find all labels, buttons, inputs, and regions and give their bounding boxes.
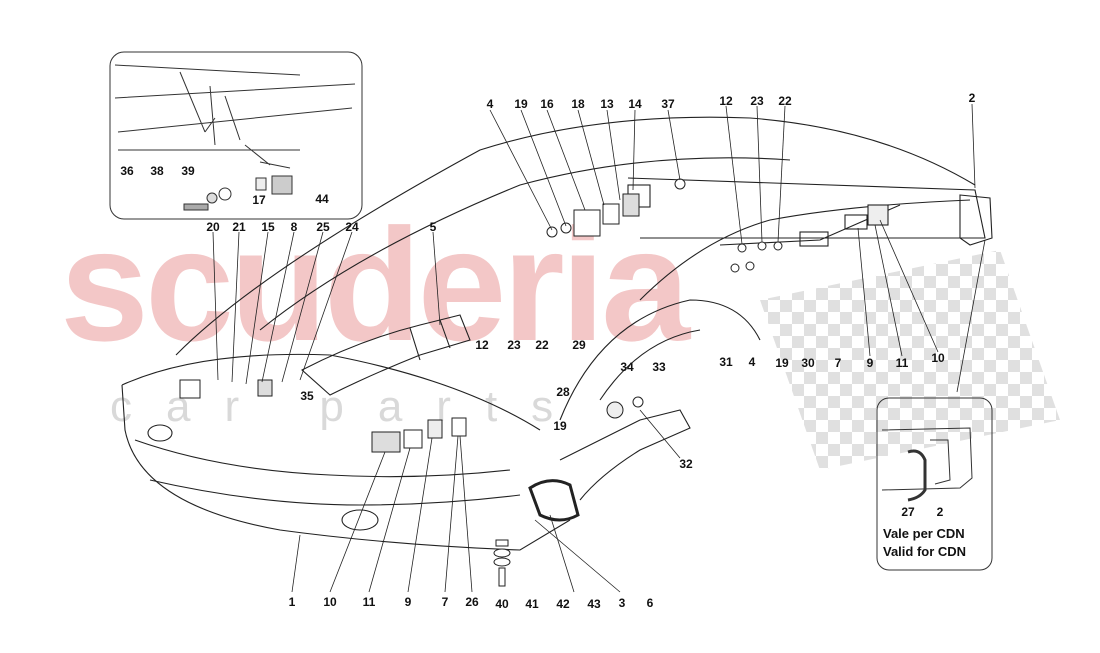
callout-37: 37 [661, 97, 675, 111]
callout-14: 14 [628, 97, 642, 111]
callout-7-right: 7 [834, 356, 842, 370]
callout-31: 31 [719, 355, 733, 369]
callout-5: 5 [429, 220, 437, 234]
inset-note-line2: Valid for CDN [883, 544, 967, 559]
callout-28: 28 [556, 385, 570, 399]
callout-10-bottom: 10 [323, 595, 337, 609]
callout-25: 25 [316, 220, 330, 234]
callout-7-bottom: 7 [441, 595, 449, 609]
callout-36: 36 [120, 164, 134, 178]
callout-23-front: 23 [507, 338, 521, 352]
callout-8: 8 [290, 220, 298, 234]
leader-lines [212, 103, 986, 593]
inset-frame-cdn [876, 397, 993, 571]
callout-19-rear: 19 [514, 97, 528, 111]
rear-bumper [627, 177, 993, 247]
callout-35: 35 [300, 389, 314, 403]
callout-11-right: 11 [895, 356, 909, 370]
air-duct-front [301, 314, 471, 396]
callout-34: 34 [620, 360, 634, 374]
callout-4-rear: 4 [486, 97, 494, 111]
callout-39: 39 [181, 164, 195, 178]
callout-1: 1 [288, 595, 296, 609]
callout-18: 18 [571, 97, 585, 111]
checkered-flag-watermark [760, 250, 1060, 470]
callout-38: 38 [150, 164, 164, 178]
callout-40: 40 [495, 597, 509, 611]
callout-19-front: 19 [553, 419, 567, 433]
callout-11-bottom: 11 [362, 595, 376, 609]
callout-10-right: 10 [931, 351, 945, 365]
callout-2-cdn: 2 [936, 505, 944, 519]
callout-43: 43 [587, 597, 601, 611]
callout-12-front: 12 [475, 338, 489, 352]
callout-6: 6 [646, 596, 654, 610]
callout-30: 30 [801, 356, 815, 370]
inset-note-line1: Vale per CDN [883, 526, 965, 541]
callout-12-rear: 12 [719, 94, 733, 108]
callout-27: 27 [901, 505, 915, 519]
callout-9-right: 9 [866, 356, 874, 370]
callout-21: 21 [232, 220, 246, 234]
callout-19-right: 19 [775, 356, 789, 370]
callout-24: 24 [345, 220, 359, 234]
callout-41: 41 [525, 597, 539, 611]
callout-13: 13 [600, 97, 614, 111]
rear-fasteners [546, 178, 783, 273]
front-brackets [179, 379, 644, 453]
callout-32: 32 [679, 457, 693, 471]
callout-33: 33 [652, 360, 666, 374]
callout-2-rear: 2 [968, 91, 976, 105]
inset-frame-upper-left [109, 51, 363, 220]
callout-3: 3 [618, 596, 626, 610]
callout-29: 29 [572, 338, 586, 352]
car-body [121, 116, 976, 551]
callout-15: 15 [261, 220, 275, 234]
callout-22-rear: 22 [778, 94, 792, 108]
callout-42: 42 [556, 597, 570, 611]
callout-20: 20 [206, 220, 220, 234]
callout-44: 44 [315, 192, 329, 206]
callout-23-rear: 23 [750, 94, 764, 108]
air-duct-rear [528, 409, 691, 522]
callout-4-right: 4 [748, 355, 756, 369]
callout-22-front: 22 [535, 338, 549, 352]
callout-9-bottom: 9 [404, 595, 412, 609]
callout-26: 26 [465, 595, 479, 609]
callout-17: 17 [252, 193, 266, 207]
callout-16: 16 [540, 97, 554, 111]
bottom-hardware [493, 539, 511, 587]
